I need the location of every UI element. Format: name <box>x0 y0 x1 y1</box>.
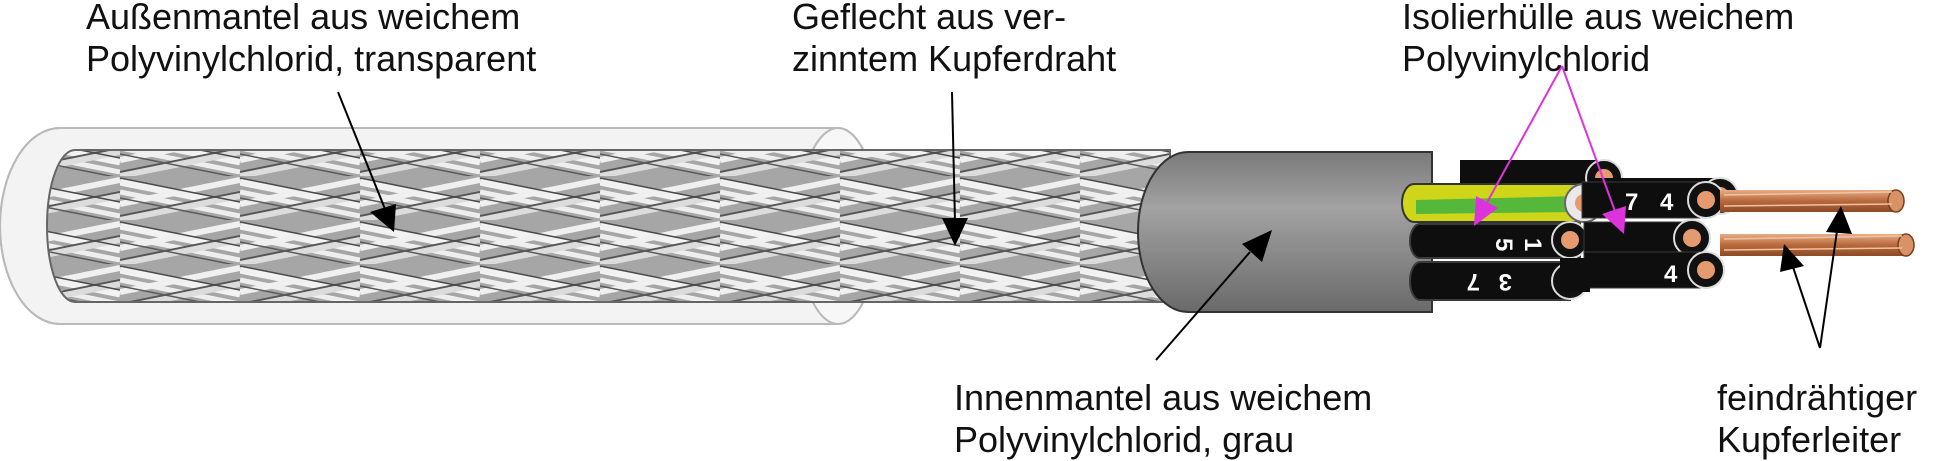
outer-sheath-front-rim <box>0 127 61 325</box>
leader-inner-sheath <box>1155 251 1251 361</box>
label-outer-sheath: Außenmantel aus weichem Polyvinylchlorid… <box>86 0 536 80</box>
arrowhead-conductor-b <box>1780 244 1804 272</box>
wire-number-upper-mid: 7 <box>1625 189 1638 216</box>
wire-numbers: 4 7 5 1 4 7 3 <box>1467 189 1678 295</box>
label-braid-line2: zinntem Kupferdraht <box>792 38 1117 79</box>
copper-braid-shield <box>46 149 1171 303</box>
label-inner-sheath: Innenmantel aus weichem Polyvinylchlorid… <box>954 377 1372 461</box>
arrowhead-conductor-a <box>1826 206 1852 234</box>
arrowhead-insulation-a <box>1474 196 1498 226</box>
label-insulation-line2: Polyvinylchlorid <box>1402 38 1651 79</box>
leader-outer-sheath <box>337 91 388 215</box>
label-braid: Geflecht aus ver- zinntem Kupferdraht <box>792 0 1116 80</box>
leader-conductor-a <box>1819 223 1839 349</box>
leader-insulation-b <box>1561 65 1617 215</box>
label-conductor: feindrähtiger Kupferleiter <box>1717 377 1917 461</box>
arrowhead-insulation-b <box>1602 206 1626 234</box>
label-outer-sheath-line2: Polyvinylchlorid, transparent <box>86 38 537 79</box>
wire-cores <box>1401 159 1739 301</box>
core-bottom <box>1560 258 1590 292</box>
core-upper-right <box>1581 181 1701 219</box>
leader-insulation-a <box>1483 65 1563 209</box>
label-outer-sheath-line1: Außenmantel aus weichem <box>86 0 521 37</box>
core-lower-left <box>1409 261 1571 301</box>
label-insulation: Isolierhülle aus weichem Polyvinylchlori… <box>1402 0 1794 80</box>
label-insulation-line1: Isolierhülle aus weichem <box>1402 0 1795 37</box>
core-middle <box>1409 223 1581 259</box>
label-inner-sheath-line1: Innenmantel aus weichem <box>954 377 1373 418</box>
wire-number-mid-left-a: 5 <box>1490 238 1517 251</box>
arrowhead-inner-sheath <box>1242 230 1272 262</box>
wire-number-lower-left-b: 3 <box>1499 268 1512 295</box>
copper-conductors <box>1720 189 1915 257</box>
wire-number-lower-right: 4 <box>1664 261 1678 288</box>
wire-number-mid-left-b: 1 <box>1519 238 1546 251</box>
leader-lines <box>337 91 1852 361</box>
arrowhead-braid <box>942 218 968 246</box>
insulation-callout <box>1474 65 1626 234</box>
label-conductor-line2: Kupferleiter <box>1717 419 1902 460</box>
arrowhead-outer-sheath <box>370 204 396 232</box>
inner-sheath <box>1137 151 1433 313</box>
wire-number-upper-right: 4 <box>1660 189 1674 216</box>
core-lower-right <box>1583 251 1701 289</box>
leader-conductor-b <box>1791 263 1821 349</box>
label-braid-line1: Geflecht aus ver- <box>792 0 1067 37</box>
wire-number-lower-left-a: 7 <box>1467 268 1480 295</box>
label-conductor-line1: feindrähtiger <box>1717 377 1918 418</box>
label-inner-sheath-line2: Polyvinylchlorid, grau <box>954 419 1295 460</box>
leader-braid <box>951 91 956 223</box>
